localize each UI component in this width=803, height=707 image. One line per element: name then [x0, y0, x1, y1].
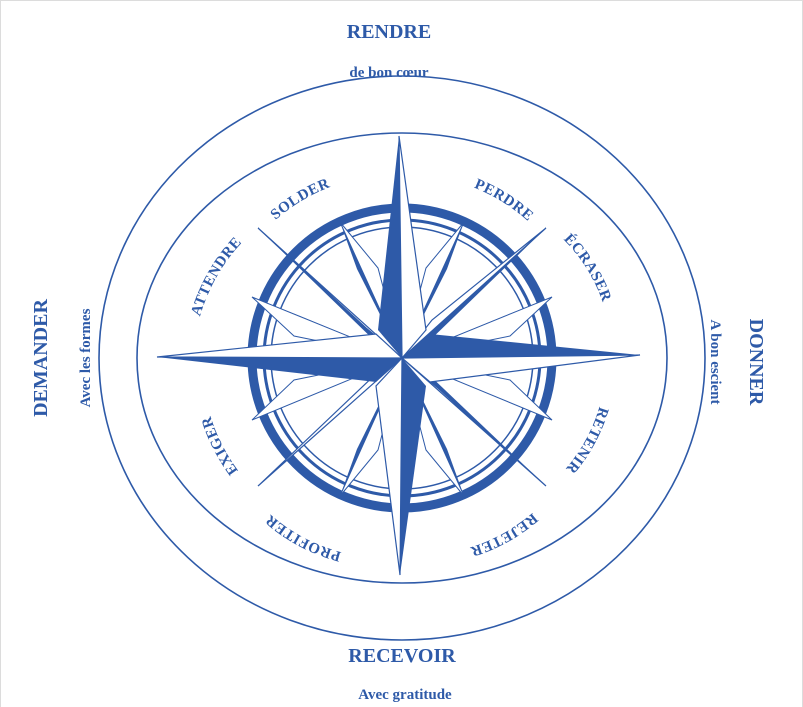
- point-e-dark: [402, 334, 640, 358]
- ring-word-rejeter-path: REJETER: [468, 510, 540, 560]
- point-w-dark: [157, 357, 402, 382]
- ring-word-ecraser-path: ÉCRASER: [560, 230, 614, 304]
- ring-word-retenir: RETENIR: [562, 405, 611, 477]
- ring-word-solder: SOLDER: [268, 176, 332, 223]
- ring-word-rejeter: REJETER: [468, 510, 540, 560]
- point-w-light: [157, 334, 402, 358]
- ring-word-exiger: EXIGER: [199, 414, 242, 477]
- compass-rose: [157, 136, 640, 575]
- ring-word-exiger-path: EXIGER: [199, 414, 242, 477]
- point-s-dark: [400, 358, 426, 575]
- ring-word-perdre-path: PERDRE: [472, 176, 536, 224]
- ring-word-solder-path: SOLDER: [268, 176, 332, 223]
- ring-word-ecraser: ÉCRASER: [560, 230, 614, 304]
- point-e-light: [402, 355, 640, 382]
- title-recevoir: RECEVOIR: [348, 645, 456, 667]
- point-s-light: [376, 358, 402, 575]
- ring-word-attendre: ATTENDRE: [188, 234, 245, 318]
- subtitle-rendre: de bon cœur: [349, 65, 429, 81]
- title-donner: DONNER: [745, 319, 767, 406]
- point-n-dark: [378, 136, 402, 358]
- ring-word-retenir-path: RETENIR: [562, 405, 611, 477]
- subtitle-donner: A bon escient: [707, 319, 723, 404]
- rose-cardinal-points: [157, 136, 640, 575]
- ring-word-attendre-path: ATTENDRE: [188, 234, 245, 318]
- ring-word-perdre: PERDRE: [472, 176, 536, 224]
- subtitle-demander: Avec les formes: [78, 308, 94, 407]
- point-n-light: [399, 136, 426, 358]
- title-demander: DEMANDER: [30, 299, 52, 417]
- subtitle-recevoir: Avec gratitude: [358, 687, 452, 703]
- title-rendre: RENDRE: [347, 21, 431, 43]
